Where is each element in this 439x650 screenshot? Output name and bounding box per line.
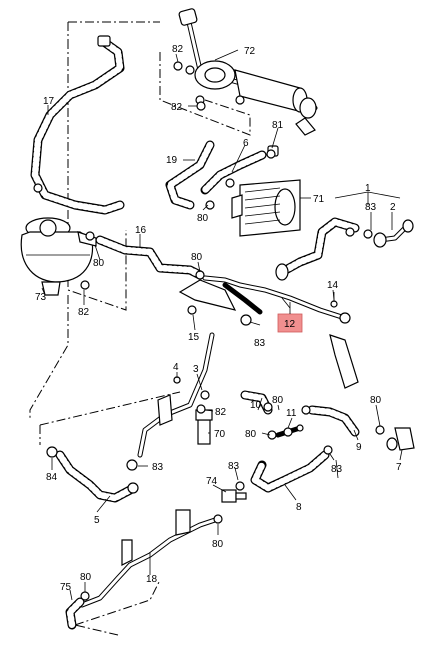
label-83: 83 <box>228 461 240 472</box>
label-11: 11 <box>286 408 297 419</box>
label-17: 17 <box>43 96 55 107</box>
coolant-hose-1 <box>275 217 360 281</box>
label-9: 9 <box>356 442 362 453</box>
part-labels: 72 82 82 17 81 6 19 80 71 1 83 2 73 80 8… <box>35 44 402 593</box>
label-82: 82 <box>172 44 184 55</box>
connector-2 <box>363 219 414 248</box>
label-83: 83 <box>365 202 377 213</box>
label-2: 2 <box>390 202 396 213</box>
temperature-sensor-70 <box>195 390 213 445</box>
label-4: 4 <box>173 362 179 373</box>
label-18: 18 <box>146 574 158 585</box>
oil-cooler <box>231 179 301 237</box>
label-82: 82 <box>215 407 227 418</box>
label-1: 1 <box>365 183 371 194</box>
leader-lines <box>41 49 403 601</box>
label-80: 80 <box>272 395 284 406</box>
label-73: 73 <box>35 292 47 303</box>
label-7: 7 <box>396 462 402 473</box>
coolant-hose-17 <box>30 35 125 215</box>
coolant-pipe-18 <box>65 509 223 630</box>
assembly-boundaries <box>29 21 251 636</box>
label-3: 3 <box>193 364 199 375</box>
label-80: 80 <box>245 429 257 440</box>
label-81: 81 <box>272 120 284 131</box>
coolant-pipe-74 <box>221 489 247 503</box>
coolant-hose-5 <box>55 450 139 503</box>
label-8: 8 <box>296 502 302 513</box>
label-70: 70 <box>214 429 226 440</box>
label-72: 72 <box>244 46 256 57</box>
label-12-highlighted: 12 <box>284 319 296 330</box>
label-5: 5 <box>94 515 100 526</box>
label-82: 82 <box>171 102 183 113</box>
label-14: 14 <box>327 280 339 291</box>
connector-7 <box>386 427 415 451</box>
coolant-hose-16 <box>95 235 205 280</box>
label-75: 75 <box>60 582 72 593</box>
label-80: 80 <box>191 252 203 263</box>
label-80: 80 <box>212 539 224 550</box>
label-80: 80 <box>197 213 209 224</box>
coolant-flange-pipe <box>178 8 318 136</box>
label-71: 71 <box>313 194 325 205</box>
label-16: 16 <box>135 225 147 236</box>
coolant-hose-19 <box>165 140 279 210</box>
label-19: 19 <box>166 155 178 166</box>
label-10: 10 <box>250 400 262 411</box>
label-6: 6 <box>243 138 249 149</box>
label-84: 84 <box>46 472 58 483</box>
label-82: 82 <box>78 307 90 318</box>
coolant-pipe-12 <box>178 275 359 389</box>
label-80: 80 <box>370 395 382 406</box>
label-74: 74 <box>206 476 218 487</box>
label-83: 83 <box>254 338 266 349</box>
label-15: 15 <box>188 332 200 343</box>
label-80: 80 <box>93 258 105 269</box>
hose-clamps <box>46 61 385 601</box>
label-80: 80 <box>80 572 92 583</box>
label-83: 83 <box>152 462 164 473</box>
label-83: 83 <box>331 464 343 475</box>
